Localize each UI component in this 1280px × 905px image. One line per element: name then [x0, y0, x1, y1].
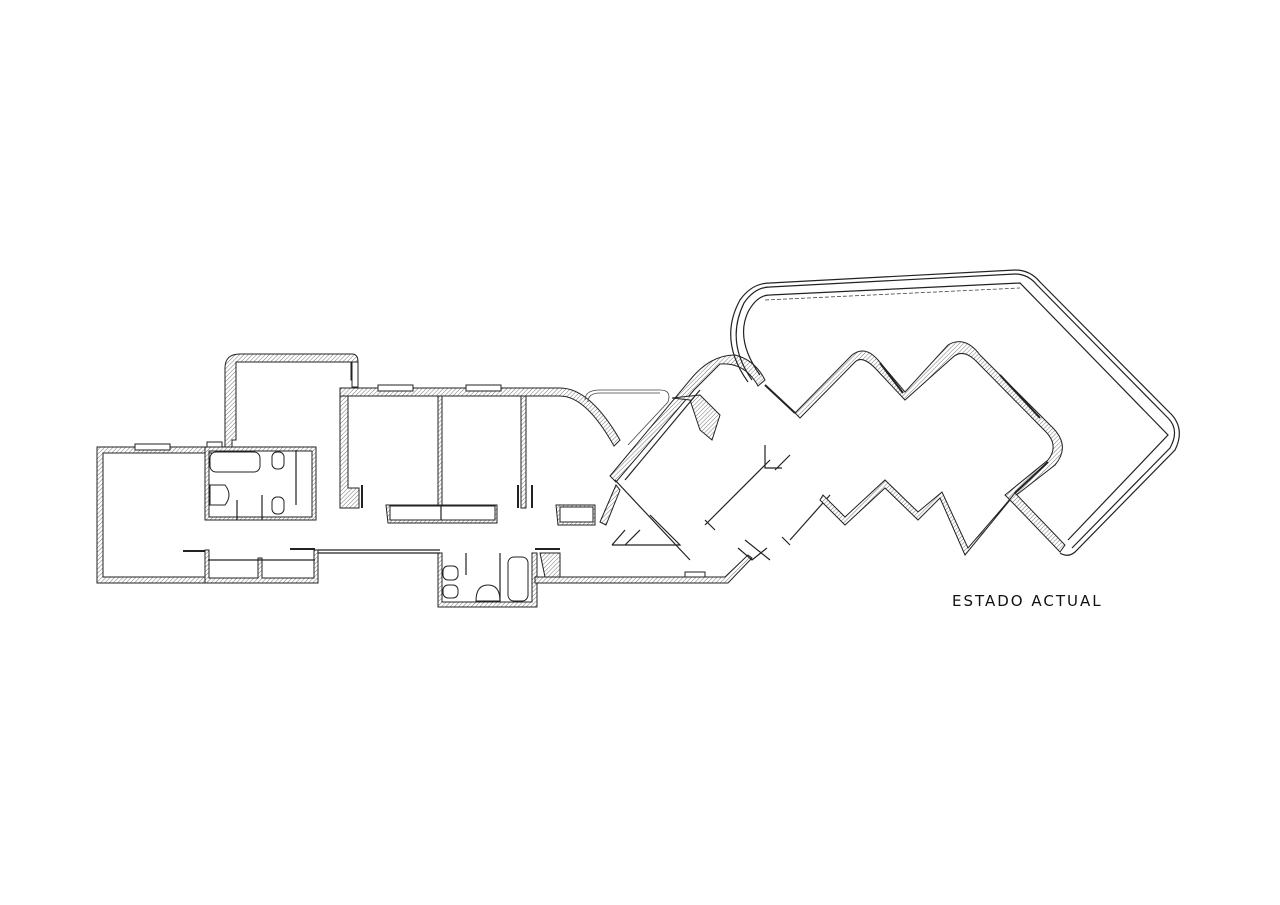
corridor — [318, 548, 753, 608]
closet-walls — [204, 549, 319, 584]
living-zone — [794, 341, 1066, 556]
toilet — [442, 565, 459, 581]
bathtub — [209, 451, 261, 473]
bathroom-walls — [204, 446, 317, 521]
window — [134, 443, 171, 451]
window — [377, 384, 414, 392]
terrace — [730, 269, 1180, 556]
bathtub — [507, 556, 529, 602]
sink — [475, 584, 501, 602]
bathroom-2-walls — [437, 552, 538, 608]
diagonal-wing — [584, 354, 831, 561]
bedrooms — [339, 384, 621, 526]
drawing-title: ESTADO ACTUAL — [952, 592, 1103, 610]
toilet — [271, 496, 285, 515]
bidet — [271, 451, 285, 470]
window — [351, 361, 359, 388]
left-wing — [96, 353, 359, 584]
zigzag-bottom-wall — [819, 479, 1066, 556]
sink — [209, 484, 230, 506]
bedrooms-top-wall — [339, 387, 621, 491]
bidet — [442, 584, 459, 599]
window — [465, 384, 502, 392]
zigzag-top-wall — [794, 341, 1063, 501]
upper-room-walls — [224, 353, 359, 448]
